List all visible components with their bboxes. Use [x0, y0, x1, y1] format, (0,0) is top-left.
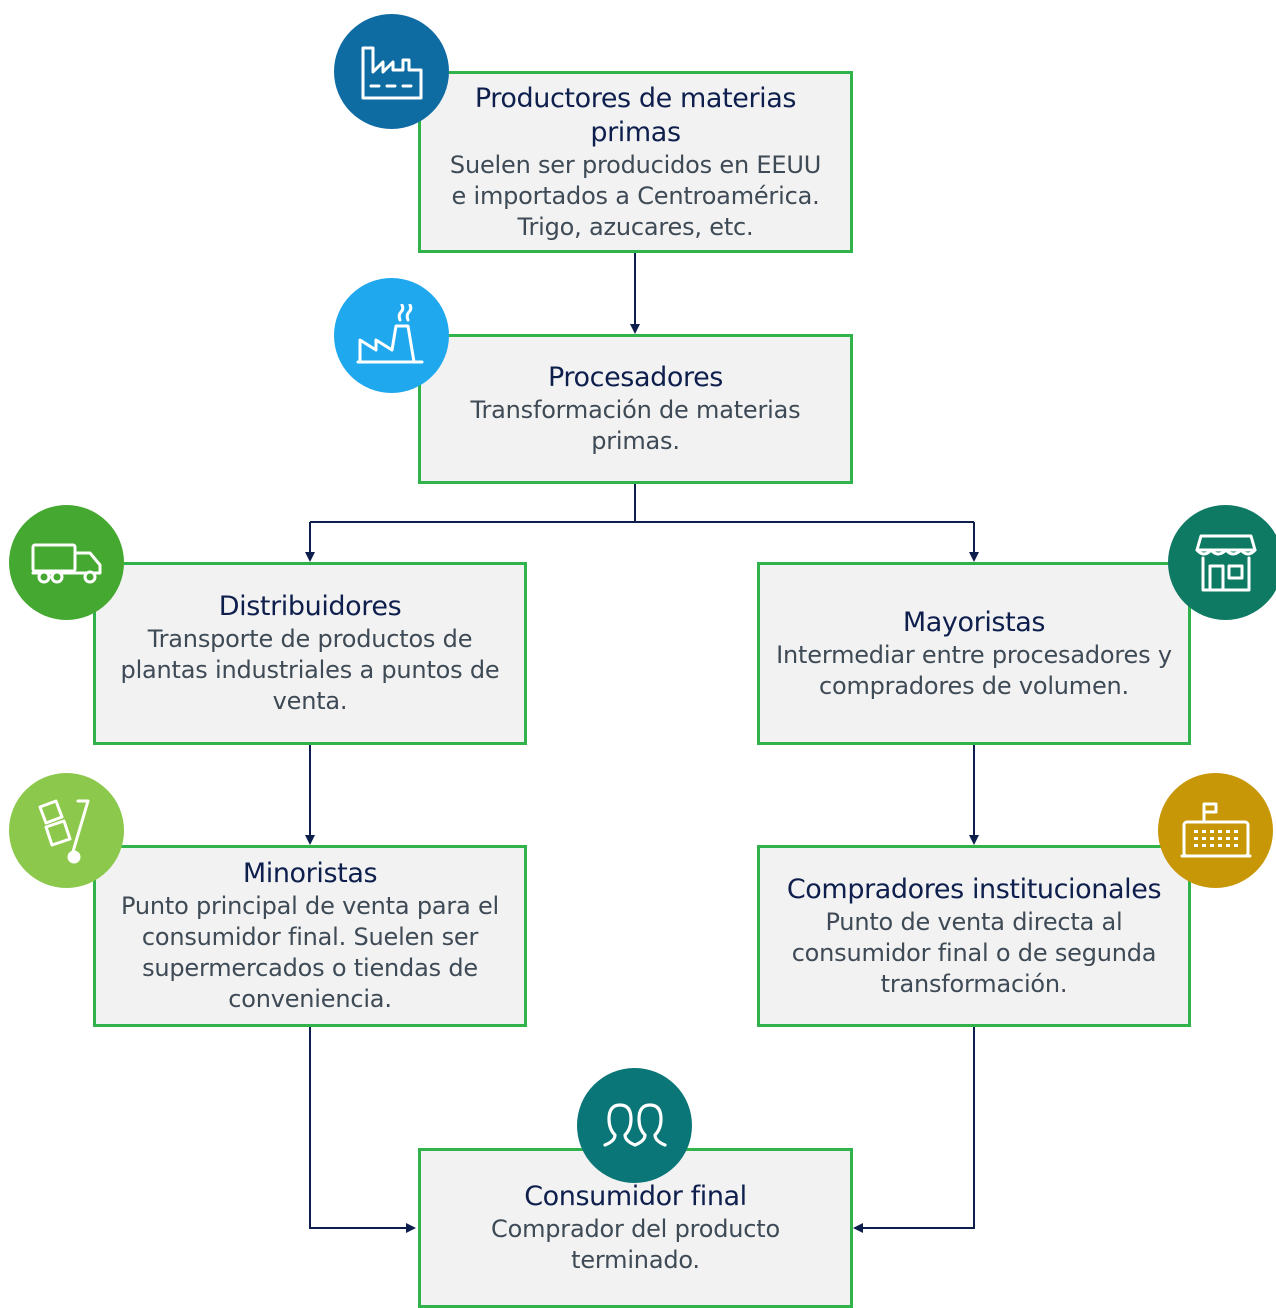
node-description: Comprador del producto terminado. [491, 1215, 780, 1274]
node-productores: Productores de materias primas Suelen se… [418, 71, 853, 253]
node-title: Mayoristas [902, 606, 1046, 638]
node-title: Consumidor final [524, 1181, 747, 1212]
node-title: Productores de materias primas [474, 82, 797, 148]
node-minoristas: Minoristas Punto principal de venta para… [93, 845, 527, 1027]
node-mayoristas: Mayoristas Intermediar entre procesadore… [757, 562, 1191, 745]
node-title: Compradores institucionales [786, 873, 1162, 905]
node-distribuidores: Distribuidores Transporte de productos d… [93, 562, 527, 745]
node-institucionales: Compradores institucionales Punto de ven… [757, 845, 1191, 1027]
factory-icon [334, 14, 449, 129]
industrial-plant-icon [334, 278, 449, 393]
arrow-institucionales-consumidor [853, 1027, 975, 1233]
node-procesadores: Procesadores Transformación de materias … [418, 334, 853, 484]
people-icon [577, 1068, 692, 1183]
node-description: Transporte de productos de plantas indus… [120, 625, 500, 715]
node-title: Procesadores [548, 362, 723, 393]
node-description: Punto de venta directa al consumidor fin… [791, 907, 1157, 998]
cash-register-icon [1158, 773, 1273, 888]
node-title: Distribuidores [218, 591, 402, 622]
hand-truck-icon [9, 773, 124, 888]
node-description: Intermediar entre procesadores y comprad… [776, 640, 1172, 700]
truck-icon [9, 505, 124, 620]
node-description: Punto principal de venta para el consumi… [120, 892, 499, 1013]
store-icon [1168, 505, 1276, 620]
node-description: Suelen ser producidos en EEUU e importad… [449, 150, 822, 241]
arrow-minoristas-consumidor [309, 1027, 416, 1233]
node-title: Minoristas [242, 858, 378, 889]
node-description: Transformación de materias primas. [470, 396, 801, 455]
